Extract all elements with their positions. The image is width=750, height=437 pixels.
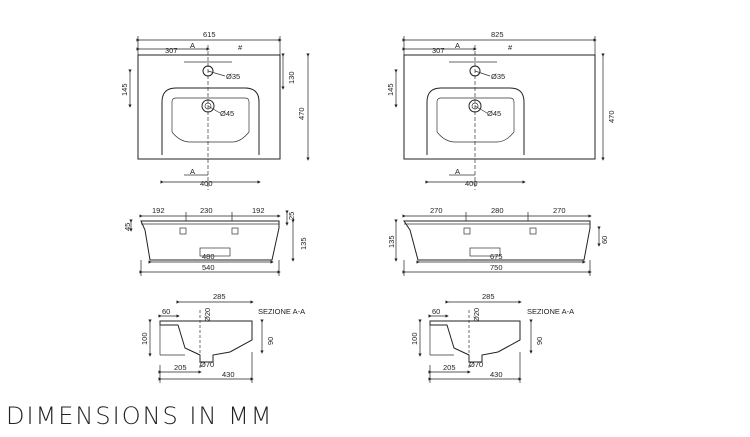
large-width-label: 825	[491, 30, 504, 39]
large-front-inner: 675	[490, 252, 503, 261]
large-section-overflow: Ø20	[472, 308, 481, 322]
small-section-drain: Ø70	[200, 360, 214, 369]
large-front-seg-mid: 280	[491, 206, 504, 215]
small-section-view: 285 SEZIONE A-A Ø20 60 100 90 Ø70 205 43…	[140, 292, 305, 383]
large-front-total: 750	[490, 263, 503, 272]
small-tap-to-edge-label: 130	[287, 71, 296, 84]
small-section-outline	[159, 320, 253, 363]
large-section-mark-top: A	[455, 41, 460, 50]
small-front-outline	[140, 220, 280, 261]
small-plan-bowl	[161, 87, 260, 155]
large-plan-bowl	[426, 87, 525, 155]
dimensions-caption: DIMENSIONS IN MM	[6, 402, 274, 430]
small-front-seg-mid: 230	[200, 206, 213, 215]
large-front-side-left: 135	[387, 235, 396, 248]
small-front-view: 192 230 192 45 25 135 480 540	[123, 206, 308, 276]
large-section-drain: Ø70	[469, 360, 483, 369]
large-depth-label: 470	[607, 110, 616, 123]
small-section-bottom-a: 205	[174, 363, 187, 372]
small-section-mark-bottom: A	[190, 167, 195, 176]
small-plan-bowl-inner	[171, 97, 250, 143]
small-front-height: 135	[299, 237, 308, 250]
small-section-left-h: 100	[140, 332, 149, 345]
large-front-seg-left: 270	[430, 206, 443, 215]
small-plan-view: 615 307 A # 145 130 470 Ø35 Ø45 400 A	[120, 30, 310, 190]
large-hash-mark: #	[508, 43, 513, 52]
small-tap-hole-label: Ø35	[226, 72, 240, 81]
small-depth-label: 470	[297, 107, 306, 120]
small-bowl-label: 400	[200, 179, 213, 188]
large-drain-label: Ø45	[487, 109, 501, 118]
technical-drawing: 615 307 A # 145 130 470 Ø35 Ø45 400 A	[120, 30, 616, 383]
small-front-inner: 480	[202, 252, 215, 261]
large-plan-bowl-inner	[436, 97, 515, 143]
large-offset-label: 307	[432, 46, 445, 55]
small-section-title: SEZIONE A-A	[258, 307, 305, 316]
large-section-bottom-b: 430	[490, 370, 503, 379]
large-front-view: 270 280 270 135 60 675 750	[387, 206, 609, 276]
small-width-label: 615	[203, 30, 216, 39]
large-section-top: 285	[482, 292, 495, 301]
large-section-right-h: 90	[535, 337, 544, 345]
large-plan-view: 825 307 A # 145 470 Ø35 Ø45 400 A	[386, 30, 616, 190]
small-plan-outline	[137, 54, 281, 160]
large-bowl-label: 400	[465, 179, 478, 188]
small-hash-mark: #	[238, 43, 243, 52]
large-section-left-h: 100	[410, 332, 419, 345]
small-drain-label: Ø45	[220, 109, 234, 118]
large-section-outline	[429, 320, 521, 363]
small-front-side-left: 45	[123, 223, 132, 231]
small-front-seg-right: 192	[252, 206, 265, 215]
small-front-side-right-top: 25	[287, 212, 296, 220]
large-section-bottom-a: 205	[443, 363, 456, 372]
small-section-overflow: Ø20	[203, 308, 212, 322]
small-section-lip: 60	[162, 307, 170, 316]
large-section-title: SEZIONE A-A	[527, 307, 574, 316]
small-tap-depth-label: 145	[120, 83, 129, 96]
large-front-seg-right: 270	[553, 206, 566, 215]
large-front-outline	[403, 220, 591, 261]
large-front-side-right: 60	[600, 236, 609, 244]
large-tap-depth-label: 145	[386, 83, 395, 96]
small-section-right-h: 90	[266, 337, 275, 345]
small-front-seg-left: 192	[152, 206, 165, 215]
large-tap-hole-label: Ø35	[491, 72, 505, 81]
small-front-total: 540	[202, 263, 215, 272]
small-offset-label: 307	[165, 46, 178, 55]
small-section-top: 285	[213, 292, 226, 301]
large-plan-outline	[403, 54, 596, 160]
large-section-lip: 60	[432, 307, 440, 316]
small-section-bottom-b: 430	[222, 370, 235, 379]
large-section-mark-bottom: A	[455, 167, 460, 176]
large-section-view: 285 SEZIONE A-A Ø20 60 100 90 Ø70 205 43…	[410, 292, 574, 383]
small-section-mark-top: A	[190, 41, 195, 50]
